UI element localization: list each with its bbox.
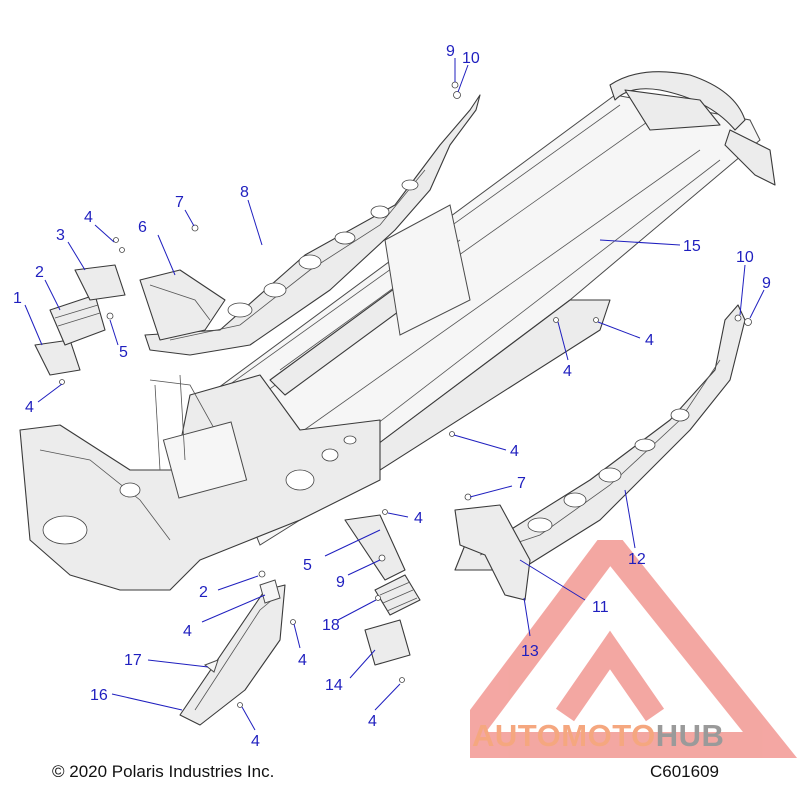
watermark-text-hub: HUB (655, 718, 725, 753)
callout-4: 4 (25, 399, 34, 416)
callout-9: 9 (762, 275, 771, 292)
callout-18: 4 (183, 623, 192, 640)
heat-shield (364, 574, 421, 666)
callout-7: 7 (175, 194, 184, 211)
watermark-text-automoto: AUTOMOTO (472, 718, 656, 753)
callout-10: 10 (462, 50, 480, 67)
front-left-shields (34, 264, 126, 376)
callout-7: 7 (517, 475, 526, 492)
callout-9: 9 (446, 43, 455, 60)
watermark-text: AUTOMOTOHUB (472, 718, 724, 754)
callout-5: 5 (119, 344, 128, 361)
callout-10: 10 (736, 249, 754, 266)
leader-lines (24, 58, 765, 731)
callout-4: 4 (645, 332, 654, 349)
callout-4: 4 (368, 713, 377, 730)
callout-4: 4 (510, 443, 519, 460)
callout-12: 12 (628, 551, 646, 568)
copyright-notice: © 2020 Polaris Industries Inc. (52, 762, 275, 781)
brackets (259, 514, 406, 604)
callout-14: 14 (325, 677, 343, 694)
callout-17: 17 (124, 652, 142, 669)
callout-4: 11 (592, 599, 609, 616)
callout-15: 15 (683, 238, 701, 255)
rear-bumper (609, 71, 776, 186)
side-panel (179, 584, 286, 726)
front-bulkhead (19, 374, 381, 591)
callout-5: 9 (336, 574, 345, 591)
right-footrest (454, 504, 531, 601)
callout-2: 18 (322, 617, 340, 634)
figure-id: C601609 (650, 762, 720, 781)
callout-4: 4 (563, 363, 572, 380)
callout-1: 1 (13, 290, 22, 307)
automotohub-watermark-logo (470, 540, 798, 758)
callout-4: 4 (414, 510, 423, 527)
callout-4: 4 (298, 652, 307, 669)
callout-3: 3 (56, 227, 65, 244)
callout-4: 4 (251, 733, 260, 750)
left-running-board (144, 94, 481, 356)
callouts: 1 2 3 4 5 4 6 7 8 9 10 15 10 9 4 4 4 7 4… (13, 43, 771, 750)
callout-13: 13 (521, 643, 539, 660)
callout-2: 2 (35, 264, 44, 281)
fasteners (59, 81, 752, 708)
callout-4: 4 (84, 209, 93, 226)
callout-6: 6 (138, 219, 147, 236)
callout-9: 2 (199, 584, 208, 601)
callout-11: 5 (303, 557, 312, 574)
left-footrest (139, 269, 226, 341)
callout-8: 8 (240, 184, 249, 201)
callout-16: 16 (90, 687, 108, 704)
